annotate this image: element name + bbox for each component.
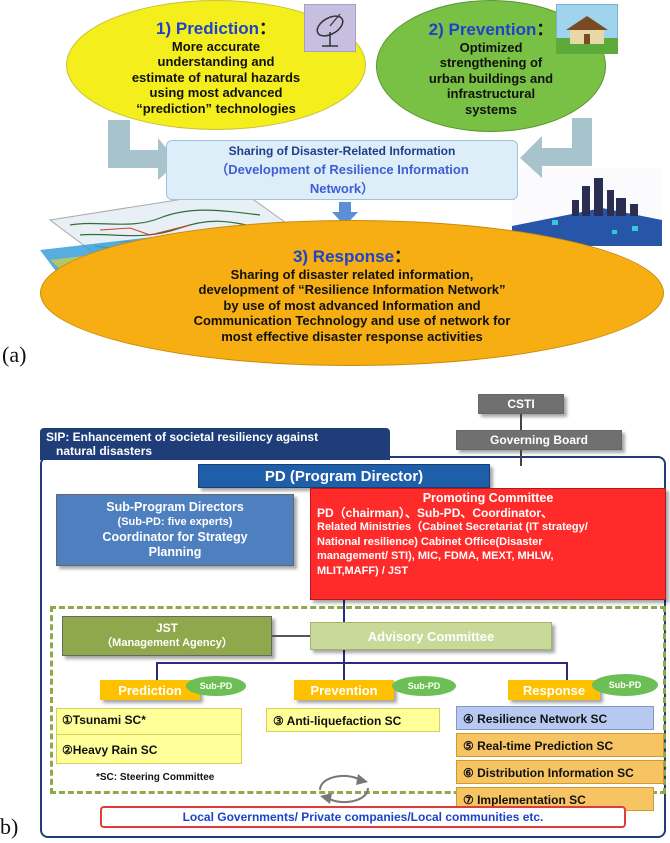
response-body-5: most effective disaster response activit… bbox=[221, 328, 483, 344]
resilience-network-sc: ④ Resilience Network SC bbox=[456, 706, 654, 730]
response-body-4: Communication Technology and use of netw… bbox=[193, 313, 511, 329]
realtime-prediction-sc: ⑤ Real-time Prediction SC bbox=[456, 733, 664, 757]
prevention-body-3: urban buildings and bbox=[428, 70, 554, 86]
local-governments-box: Local Governments/ Private companies/Loc… bbox=[100, 806, 626, 828]
sharing-line-1: Sharing of Disaster-Related Information bbox=[228, 144, 456, 158]
response-sub-pd-badge: Sub-PD bbox=[592, 674, 658, 696]
prevention-title: 2) Prevention bbox=[428, 19, 537, 39]
response-title: 3) Response bbox=[292, 246, 395, 266]
prevention-body-4: infrastructural bbox=[446, 86, 536, 102]
branch-drop-prevention bbox=[343, 662, 345, 680]
branch-line bbox=[156, 662, 568, 664]
panel-a-label: (a) bbox=[2, 342, 27, 367]
response-ellipse: 3) Response： Sharing of disaster related… bbox=[40, 220, 664, 366]
sharing-info-box: Sharing of Disaster-Related Information … bbox=[166, 140, 518, 200]
promoting-committee-box: Promoting Committee PD（chairman）、Sub-PD、… bbox=[310, 488, 666, 600]
distribution-information-sc: ⑥ Distribution Information SC bbox=[456, 760, 664, 784]
csti-connector bbox=[520, 414, 522, 430]
board-connector bbox=[520, 450, 522, 466]
branch-drop-prediction bbox=[156, 662, 158, 680]
csti-box: CSTI bbox=[478, 394, 564, 414]
prediction-body-5: “prediction” technologies bbox=[136, 100, 296, 116]
sub-program-directors-box: Sub-Program Directors (Sub-PD: five expe… bbox=[56, 494, 294, 566]
house-icon bbox=[556, 4, 618, 54]
response-body-3: by use of most advanced Information and bbox=[223, 297, 481, 313]
tsunami-sc: ①Tsunami SC* bbox=[62, 713, 146, 727]
prediction-sc-box bbox=[56, 708, 242, 764]
advisory-committee-box: Advisory Committee bbox=[310, 622, 552, 650]
panel-a: 1) Prediction： More accurate understandi… bbox=[0, 0, 670, 380]
program-director-box: PD (Program Director) bbox=[198, 464, 490, 488]
steering-committee-footnote: *SC: Steering Committee bbox=[96, 772, 215, 783]
prediction-ellipse: 1) Prediction： More accurate understandi… bbox=[66, 0, 366, 130]
anti-liquefaction-sc: ③ Anti-liquefaction SC bbox=[266, 708, 440, 732]
response-body-2: development of “Resilience Information N… bbox=[198, 282, 506, 298]
prediction-body-3: estimate of natural hazards bbox=[131, 69, 301, 85]
prediction-body-2: understanding and bbox=[157, 54, 275, 70]
cycle-arrows-icon bbox=[319, 774, 369, 804]
panel-b-label: b) bbox=[0, 814, 19, 839]
jst-connector bbox=[272, 635, 310, 637]
sip-title: SIP: Enhancement of societal resiliency … bbox=[40, 428, 390, 460]
arrow-left-icon bbox=[108, 120, 178, 180]
satellite-dish-icon bbox=[304, 4, 356, 52]
prediction-group-tag: Prediction bbox=[100, 680, 200, 700]
prevention-body-2: strengthening of bbox=[439, 55, 543, 71]
prevention-ellipse: 2) Prevention： Optimized strengthening o… bbox=[376, 0, 606, 132]
panel-b: CSTI Governing Board SIP: Enhancement of… bbox=[0, 390, 670, 843]
promoting-committee-title: Promoting Committee bbox=[422, 491, 554, 505]
arrow-right-icon bbox=[520, 118, 592, 178]
management-dashed-region bbox=[50, 606, 666, 794]
heavy-rain-sc: ②Heavy Rain SC bbox=[62, 743, 158, 757]
prevention-sub-pd-badge: Sub-PD bbox=[392, 676, 456, 696]
prevention-body-1: Optimized bbox=[459, 39, 523, 55]
prediction-body-4: using most advanced bbox=[149, 85, 283, 101]
arrow-down-icon bbox=[332, 202, 358, 226]
city-model-image bbox=[512, 168, 662, 246]
prediction-sc-divider bbox=[56, 734, 242, 735]
response-body-1: Sharing of disaster related information, bbox=[230, 266, 474, 282]
prediction-body-1: More accurate bbox=[171, 38, 261, 54]
prevention-body-5: systems bbox=[464, 101, 518, 117]
branch-drop-response bbox=[566, 662, 568, 680]
sharing-line-3: Network） bbox=[309, 181, 375, 196]
governing-board-box: Governing Board bbox=[456, 430, 622, 450]
prevention-group-tag: Prevention bbox=[294, 680, 394, 700]
prediction-sub-pd-badge: Sub-PD bbox=[186, 676, 246, 696]
sharing-line-2: （Development of Resilience Information bbox=[215, 162, 469, 177]
jst-box: JST （Management Agency） bbox=[62, 616, 272, 656]
response-group-tag: Response bbox=[508, 680, 600, 700]
prediction-title: 1) Prediction bbox=[156, 18, 259, 38]
